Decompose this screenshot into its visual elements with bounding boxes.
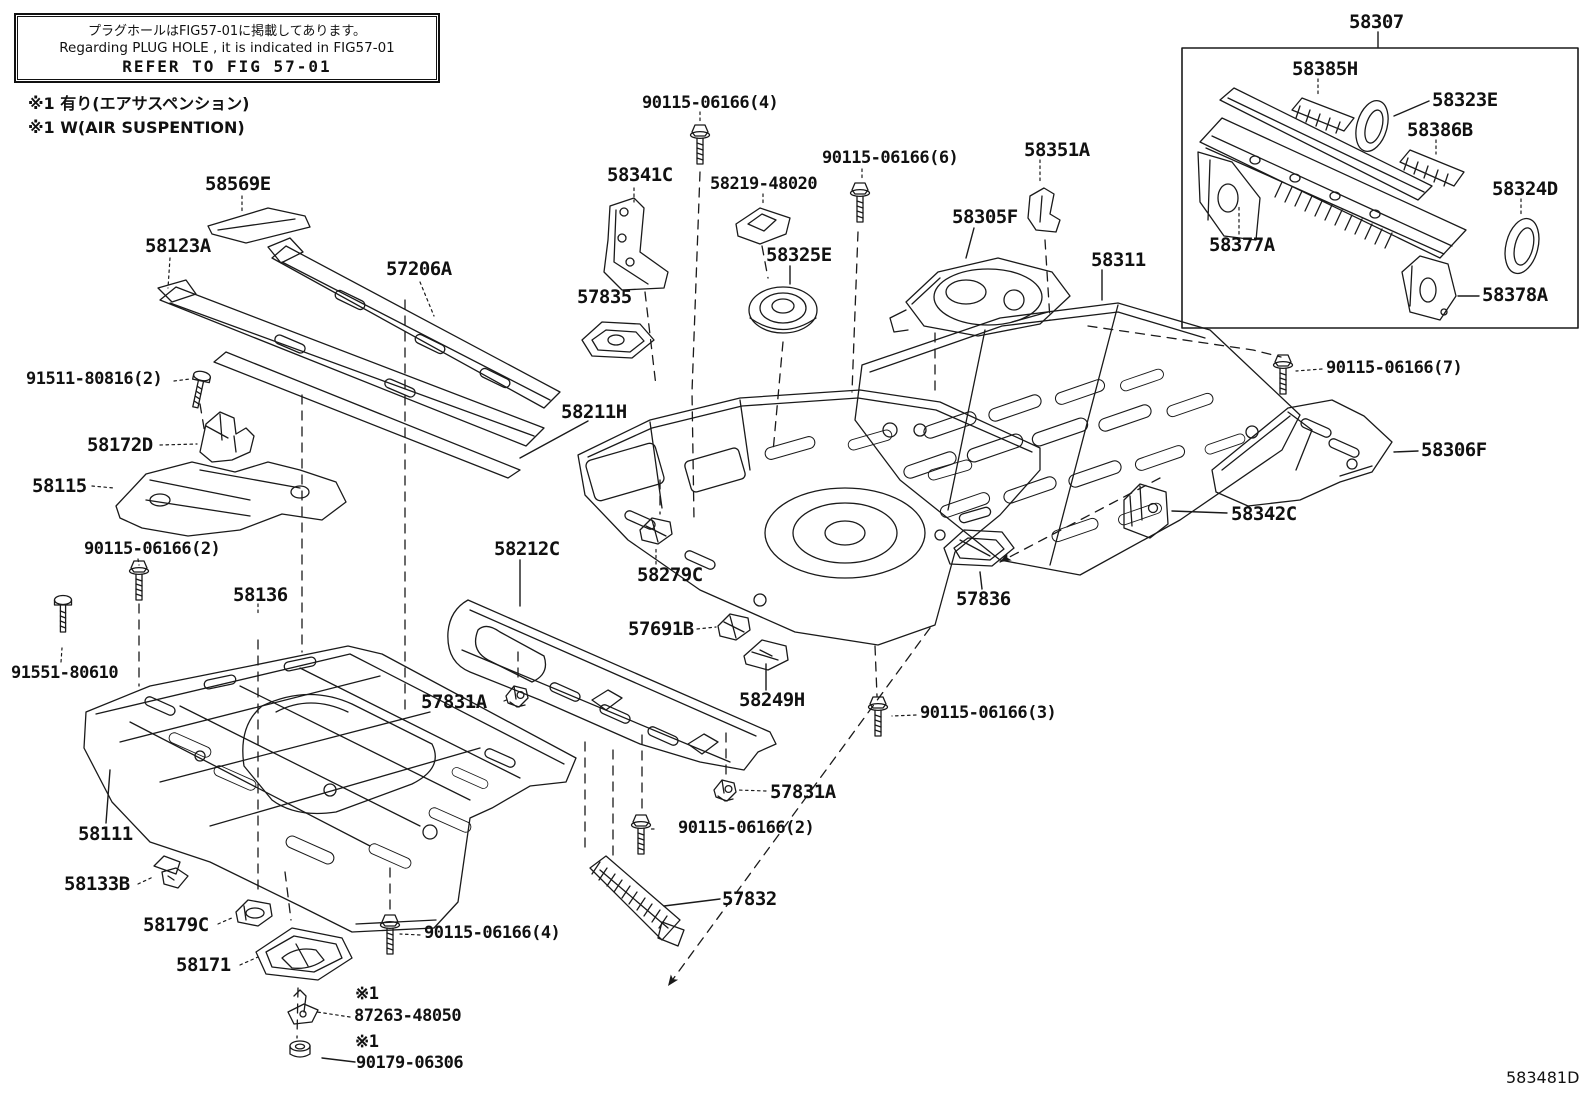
part-label-58136: 58136 <box>233 584 288 606</box>
assembly-dashed-lines <box>138 171 1282 1039</box>
footnote-mark-87263: ※1 <box>355 984 379 1004</box>
part-label-58341c: 58341C <box>607 164 673 186</box>
note-refer-line: REFER TO FIG 57-01 <box>122 57 332 76</box>
part-label-90115-06166-4-bottom: 90115-06166(4) <box>424 923 561 943</box>
part-label-58179c: 58179C <box>143 914 209 936</box>
part-drawing-57835-plate <box>581 321 655 359</box>
part-label-90179-06306: 90179-06306 <box>356 1053 464 1073</box>
part-drawing-58171-plate <box>255 927 353 981</box>
part-drawing-58323e-ring <box>1355 100 1389 152</box>
part-label-90115-06166-3: 90115-06166(3) <box>920 703 1057 723</box>
part-label-58115: 58115 <box>32 475 87 497</box>
note-english-line: Regarding PLUG HOLE , it is indicated in… <box>59 40 395 56</box>
part-label-58306f: 58306F <box>1421 439 1487 461</box>
footnote-air-suspension-en: ※1 W(AIR SUSPENTION) <box>28 118 245 137</box>
part-label-87263-48050: 87263-48050 <box>354 1006 462 1026</box>
part-drawing-58279c-clip <box>639 517 673 545</box>
part-drawing-58306f-member <box>1211 399 1393 507</box>
part-label-58171: 58171 <box>176 954 231 976</box>
part-drawing-58569e-strip <box>207 207 311 244</box>
plug-hole-note-box: プラグホールはFIG57-01に掲載してあります。 Regarding PLUG… <box>14 13 440 83</box>
part-label-91551-80610: 91551-80610 <box>11 663 119 683</box>
part-label-58324d: 58324D <box>1492 178 1558 200</box>
part-drawing-58305f-plate <box>889 257 1071 337</box>
part-drawing-58378a-bracket <box>1401 255 1457 321</box>
part-label-58123a: 58123A <box>145 235 211 257</box>
part-drawing-57206a-crossmember <box>267 237 561 409</box>
part-label-58133b: 58133B <box>64 873 130 895</box>
part-label-58569e: 58569E <box>205 173 271 195</box>
note-japanese-line: プラグホールはFIG57-01に掲載してあります。 <box>87 24 367 39</box>
plug-hole-note-inner: プラグホールはFIG57-01に掲載してあります。 Regarding PLUG… <box>17 16 437 80</box>
part-label-90115-06166-4-top: 90115-06166(4) <box>642 93 779 113</box>
part-label-58385h: 58385H <box>1292 58 1358 80</box>
part-label-57831a-1: 57831A <box>421 691 487 713</box>
part-label-57206a: 57206A <box>386 258 452 280</box>
part-drawing-58115-member <box>115 461 347 537</box>
part-label-58212c: 58212C <box>494 538 560 560</box>
part-label-57836: 57836 <box>956 588 1011 610</box>
footnote-air-suspension-jp: ※1 有り(エアサスペンション) <box>28 94 250 113</box>
part-drawing-58249h-bracket <box>743 639 789 671</box>
part-label-58249h: 58249H <box>739 689 805 711</box>
part-label-90115-06166-2-top: 90115-06166(2) <box>84 539 221 559</box>
part-drawing-57691b-clip <box>717 613 751 641</box>
part-label-90115-06166-2-bottom: 90115-06166(2) <box>678 818 815 838</box>
clip-57831a-1-icon <box>505 685 529 708</box>
part-drawing-58325e-grommet <box>748 286 818 334</box>
part-label-91511-80816: 91511-80816(2) <box>26 369 163 389</box>
part-label-58172d: 58172D <box>87 434 153 456</box>
diagram-code: 583481D <box>1506 1068 1580 1087</box>
part-drawing-58212c-crossmember <box>447 599 777 771</box>
part-label-58377a: 58377A <box>1209 234 1275 256</box>
part-label-58279c: 58279C <box>637 564 703 586</box>
part-label-58111: 58111 <box>78 823 133 845</box>
rear-panel-assembly-box <box>1181 47 1579 329</box>
part-label-57831a-2: 57831A <box>770 781 836 803</box>
part-label-90115-06166-6: 90115-06166(6) <box>822 148 959 168</box>
part-drawing-58219-plate <box>735 207 791 245</box>
part-drawing-58386b-strip <box>1399 149 1465 187</box>
part-drawing-58324d-ring <box>1504 217 1540 275</box>
part-label-57691b: 57691B <box>628 618 694 640</box>
part-drawing-57832-rail <box>589 855 685 947</box>
part-label-58307: 58307 <box>1349 11 1404 33</box>
part-label-57835: 57835 <box>577 286 632 308</box>
part-drawing-58385h-strip <box>1291 97 1355 134</box>
part-drawing-58377a-bracket <box>1197 151 1261 241</box>
part-label-58378a: 58378A <box>1482 284 1548 306</box>
part-drawing-58341c-bracket <box>603 197 669 291</box>
part-label-57832: 57832 <box>722 888 777 910</box>
part-label-58386b: 58386B <box>1407 119 1473 141</box>
part-label-58311: 58311 <box>1091 249 1146 271</box>
part-label-58323e: 58323E <box>1432 89 1498 111</box>
leader-lines <box>60 78 1522 1018</box>
part-drawing-58172d-bracket <box>199 411 255 463</box>
part-drawing-87263-clip <box>287 989 319 1025</box>
part-drawing-58179c-plate <box>235 899 273 927</box>
part-label-58211h: 58211H <box>561 401 627 423</box>
part-label-90115-06166-7: 90115-06166(7) <box>1326 358 1463 378</box>
part-label-58351a: 58351A <box>1024 139 1090 161</box>
footnote-mark-90179: ※1 <box>355 1032 379 1052</box>
part-label-58325e: 58325E <box>766 244 832 266</box>
nut-90179-icon <box>289 1040 311 1058</box>
part-drawing-57836-plate <box>943 529 1015 567</box>
part-label-58342c: 58342C <box>1231 503 1297 525</box>
part-drawing-58351a-bracket <box>1027 187 1061 233</box>
part-label-58305f: 58305F <box>952 206 1018 228</box>
part-label-58219-48020: 58219-48020 <box>710 174 818 194</box>
part-drawing-58133b-bracket <box>153 855 189 889</box>
part-drawing-58311-rear-floor-pan <box>854 302 1301 576</box>
clip-57831a-2-icon <box>713 779 737 802</box>
part-drawing-58111-front-floor-pan <box>83 645 577 933</box>
part-drawing-58123a-crossmember <box>157 279 545 479</box>
solid-leader-lines <box>105 31 1480 1063</box>
dashed-arrow-1 <box>663 973 679 990</box>
part-drawing-58342c-bracket <box>1123 483 1169 539</box>
